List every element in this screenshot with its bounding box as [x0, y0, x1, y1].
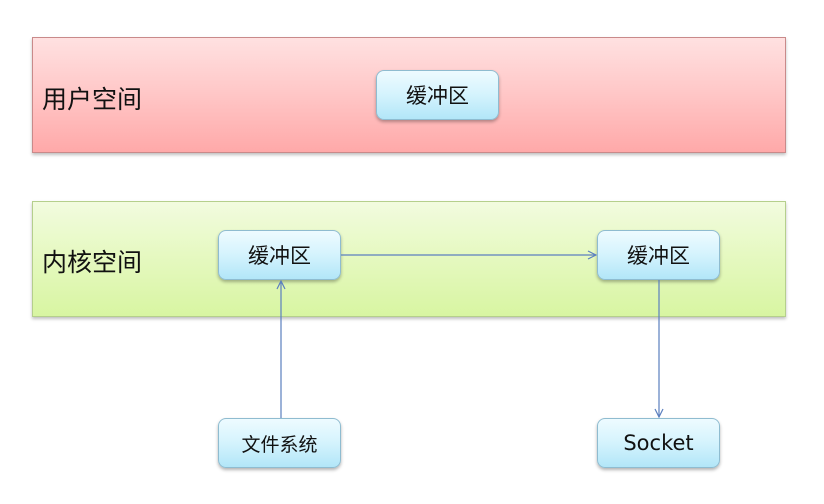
filesystem-node[interactable]: 文件系统 — [218, 418, 341, 468]
kernel-space-label: 内核空间 — [42, 248, 143, 277]
kernel-buffer-right-node[interactable]: 缓冲区 — [597, 230, 720, 280]
kernel-buffer-left-node[interactable]: 缓冲区 — [218, 230, 341, 280]
socket-node[interactable]: Socket — [597, 418, 720, 468]
user-buffer-node[interactable]: 缓冲区 — [376, 70, 499, 120]
user-space-label: 用户空间 — [42, 85, 143, 114]
